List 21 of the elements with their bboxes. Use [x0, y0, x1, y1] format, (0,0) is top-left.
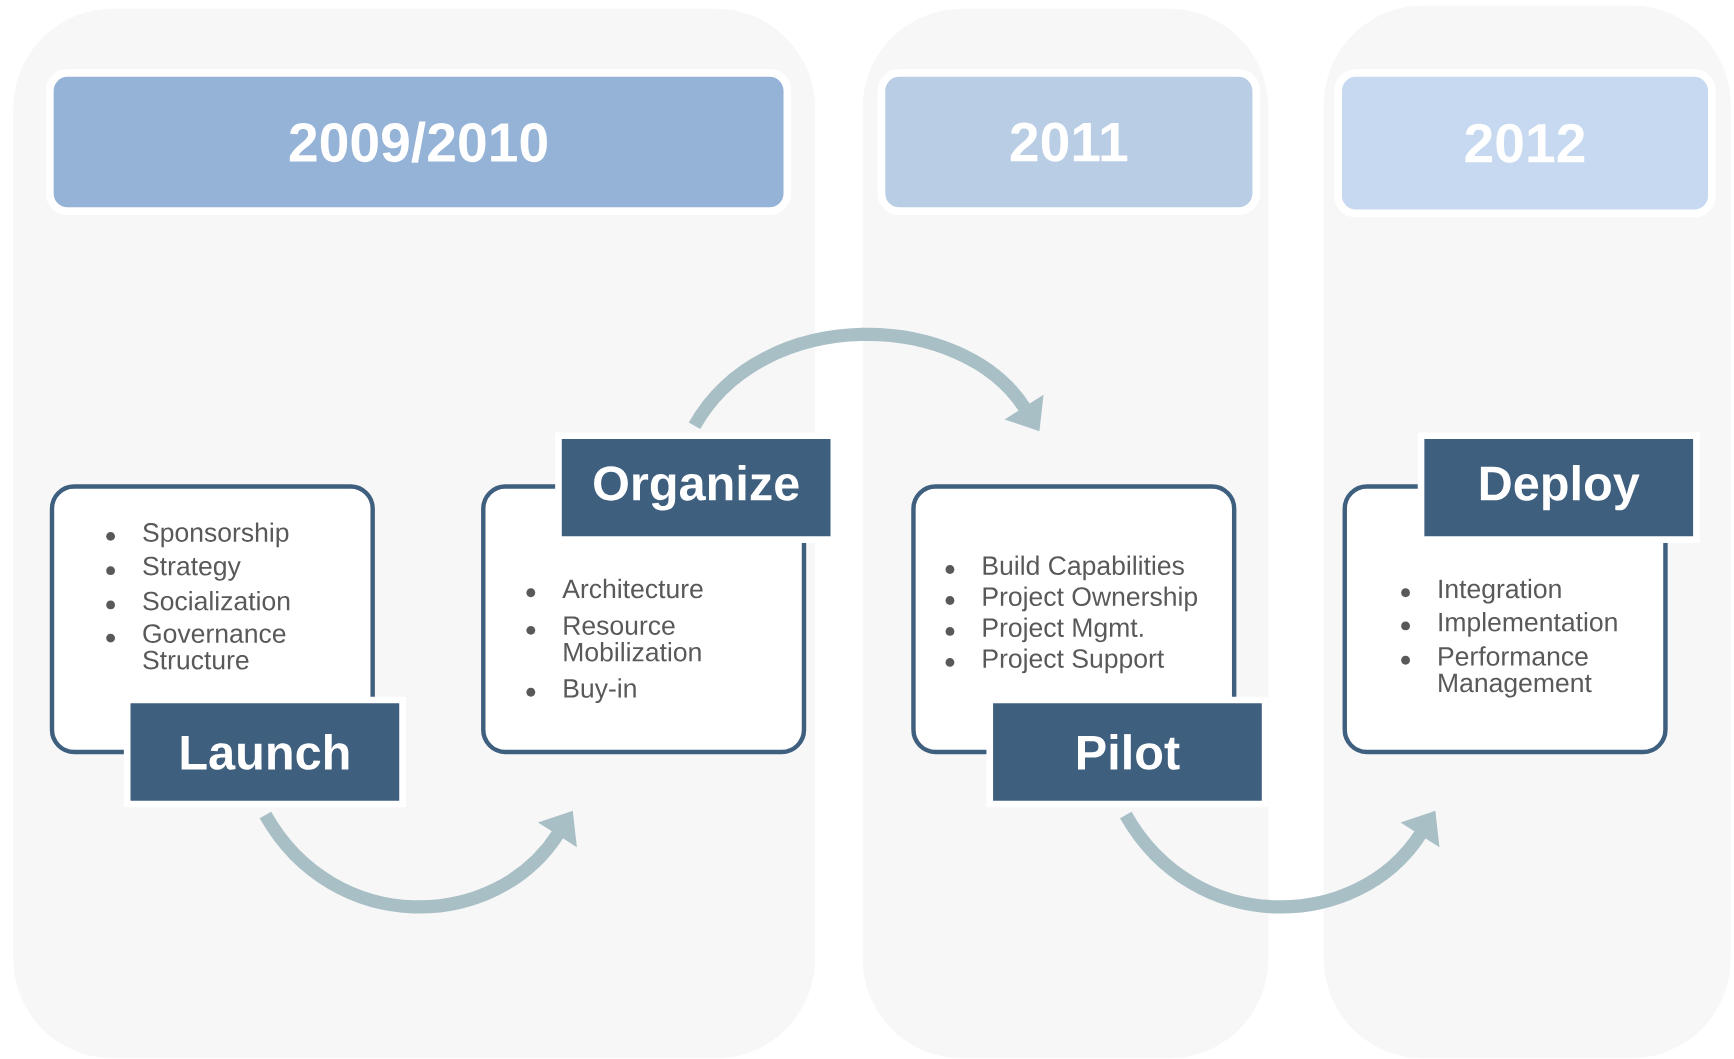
year-header: 2009/2010 — [45, 68, 792, 215]
bullet-item: Performance Management — [1401, 646, 1592, 698]
bullet-item: Strategy — [106, 556, 241, 581]
bullet-item: Build Capabilities — [945, 555, 1184, 581]
bullet-item: Governance Structure — [106, 623, 286, 670]
bullet-item: Buy-in — [526, 678, 636, 703]
phase-label: Deploy — [1417, 432, 1700, 543]
year-header: 2011 — [877, 68, 1261, 215]
phase-label: Organize — [555, 432, 838, 543]
phase-label: Launch — [123, 696, 406, 808]
bullet-item: Resource Mobilization — [526, 616, 701, 662]
bullet-item: Project Support — [945, 648, 1165, 673]
bullet-item: Socialization — [106, 590, 290, 611]
bullet-item: Sponsorship — [106, 522, 289, 547]
bullet-item: Architecture — [526, 578, 703, 599]
bullet-item: Project Ownership — [945, 586, 1197, 612]
year-header: 2012 — [1334, 68, 1716, 218]
bullet-item: Project Mgmt. — [945, 617, 1143, 643]
bullet-item: Implementation — [1401, 611, 1617, 637]
bullet-item: Integration — [1401, 578, 1561, 604]
phase-label: Pilot — [986, 696, 1269, 808]
